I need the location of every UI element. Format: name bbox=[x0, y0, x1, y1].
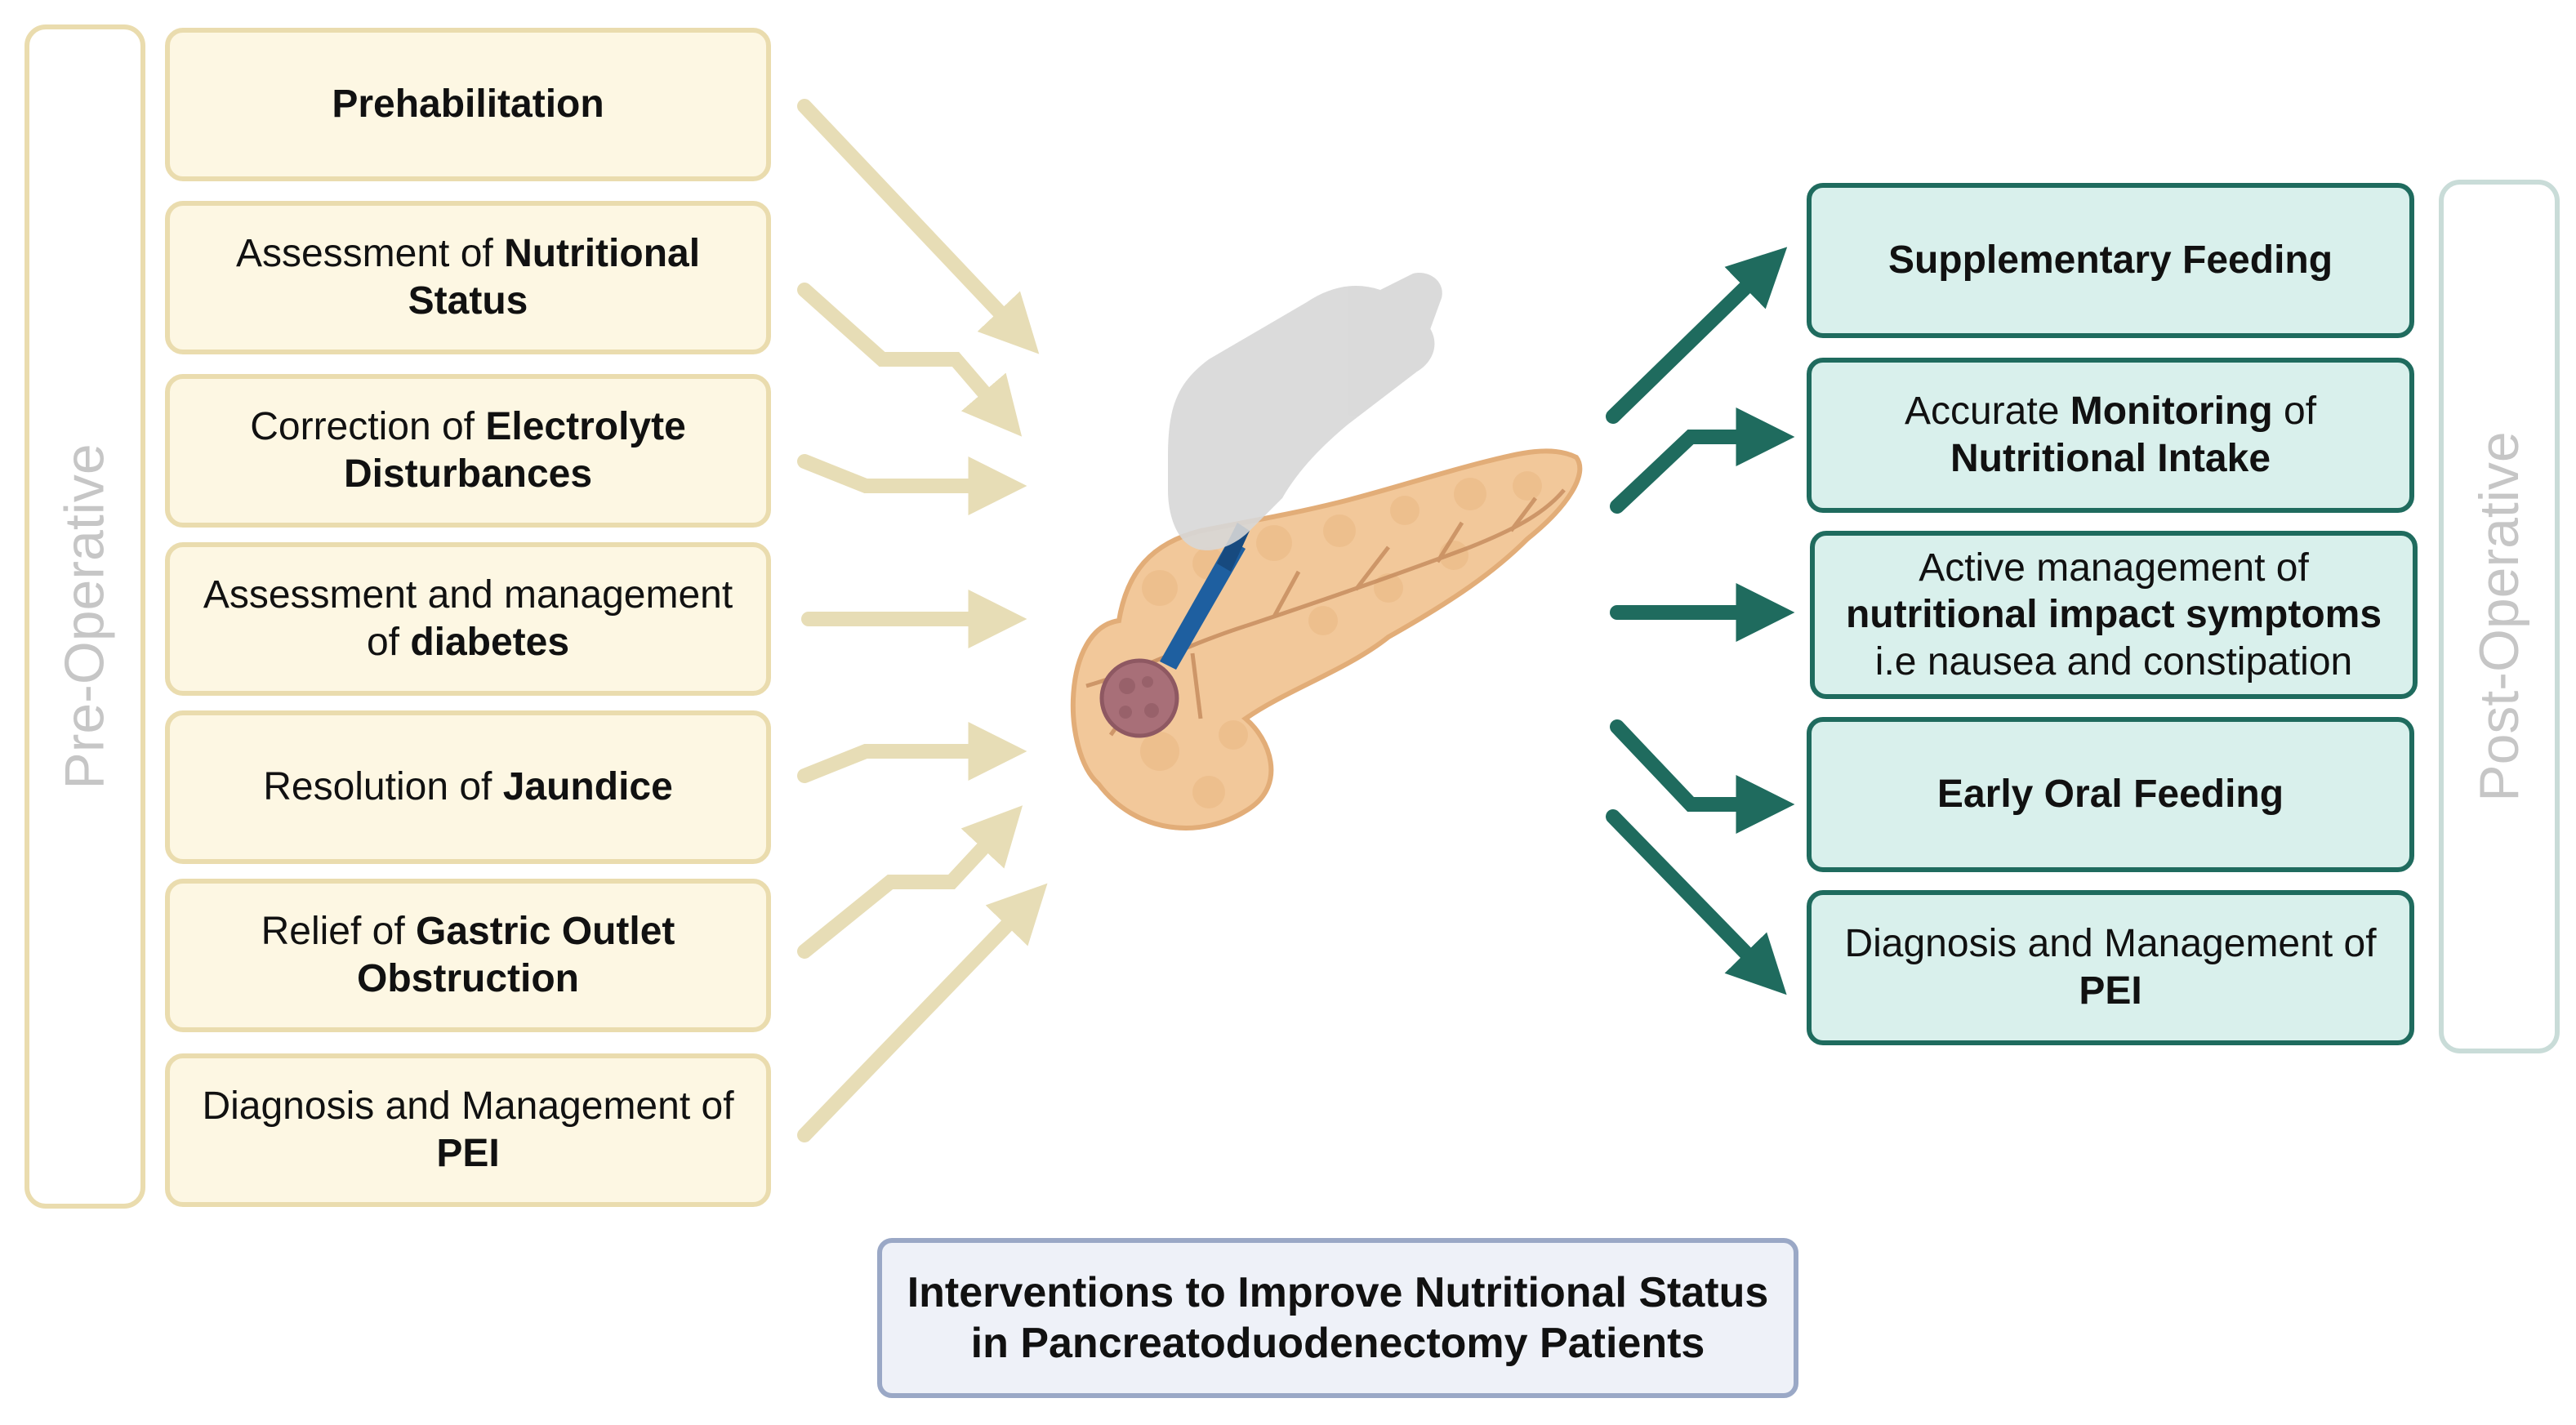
pre-item-text-part: Gastric Outlet Obstruction bbox=[357, 910, 675, 1000]
pre-item-text-part: diabetes bbox=[410, 621, 570, 664]
pre-arrow-0 bbox=[797, 99, 1040, 354]
post-arrow-3 bbox=[1610, 719, 1795, 834]
pre-operative-phase-bar: Pre-Operative bbox=[25, 24, 145, 1209]
pre-item-6: Diagnosis and Management of PEI bbox=[165, 1053, 771, 1207]
post-arrow-4 bbox=[1606, 809, 1787, 995]
post-arrow-1 bbox=[1610, 407, 1795, 514]
pre-item-text: Resolution of Jaundice bbox=[263, 764, 673, 811]
pre-arrow-2 bbox=[797, 454, 1027, 515]
post-item-text-part: Monitoring bbox=[2070, 390, 2273, 434]
tumor-icon bbox=[1099, 658, 1179, 738]
pre-item-text-part: PEI bbox=[436, 1132, 500, 1175]
post-item-text: Supplementary Feeding bbox=[1888, 237, 2333, 284]
pre-item-text: Diagnosis and Management of PEI bbox=[194, 1083, 742, 1177]
pre-item-text: Correction of Electrolyte Disturbances bbox=[194, 403, 742, 497]
post-operative-phase-bar: Post-Operative bbox=[2439, 180, 2560, 1053]
post-item-text-part: PEI bbox=[2079, 969, 2142, 1013]
pre-item-text-part: Jaundice bbox=[502, 765, 673, 809]
pre-item-3: Assessment and management of diabetes bbox=[165, 542, 771, 696]
pre-arrow-5 bbox=[797, 805, 1023, 959]
post-item-text-part: Early Oral Feeding bbox=[1936, 773, 2284, 817]
pre-item-text: Assessment of Nutritional Status bbox=[194, 230, 742, 324]
pre-item-text-part: Electrolyte Disturbances bbox=[343, 405, 686, 496]
pre-item-text-part: Prehabilitation bbox=[332, 82, 604, 127]
post-item-text: Diagnosis and Management of PEI bbox=[1836, 920, 2385, 1014]
post-item-text-part: Accurate bbox=[1904, 390, 2070, 434]
post-item-text-part: Nutritional Intake bbox=[1950, 437, 2271, 480]
post-item-2: Active management of nutritional impact … bbox=[1810, 531, 2418, 699]
post-arrows bbox=[1606, 247, 1795, 995]
pre-item-0: Prehabilitation bbox=[165, 28, 771, 181]
post-item-text-part: Diagnosis and Management of bbox=[1844, 922, 2377, 966]
pre-item-text: Assessment and management of diabetes bbox=[194, 572, 742, 666]
pre-item-text-part: Diagnosis and Management of bbox=[202, 1084, 734, 1129]
post-item-text-part: Supplementary Feeding bbox=[1887, 238, 2333, 283]
pre-arrow-6 bbox=[797, 883, 1048, 1142]
pre-item-text-part: Assessment of bbox=[235, 232, 505, 276]
post-arrow-0 bbox=[1606, 247, 1788, 424]
pre-item-text-part: Relief of bbox=[261, 910, 416, 954]
caption-line-2: in Pancreatoduodenectomy Patients bbox=[970, 1320, 1705, 1367]
pre-item-text: Prehabilitation bbox=[332, 81, 604, 128]
pre-item-text-part: Nutritional Status bbox=[408, 232, 701, 323]
post-item-text-part: of bbox=[2272, 390, 2317, 434]
pre-item-text-part: Resolution of bbox=[263, 765, 503, 809]
pre-item-text-part: Correction of bbox=[250, 405, 486, 449]
pre-item-5: Relief of Gastric Outlet Obstruction bbox=[165, 879, 771, 1032]
pre-item-text: Relief of Gastric Outlet Obstruction bbox=[194, 908, 742, 1002]
caption-line-1: Interventions to Improve Nutritional Sta… bbox=[907, 1268, 1769, 1316]
caption-box: Interventions to Improve Nutritional Sta… bbox=[877, 1238, 1798, 1398]
pre-item-2: Correction of Electrolyte Disturbances bbox=[165, 374, 771, 528]
post-item-0: Supplementary Feeding bbox=[1807, 183, 2414, 338]
post-item-text: Accurate Monitoring of Nutritional Intak… bbox=[1836, 388, 2385, 482]
post-item-1: Accurate Monitoring of Nutritional Intak… bbox=[1807, 358, 2414, 513]
post-item-text-part: Active management of bbox=[1919, 546, 2309, 590]
post-item-text: Early Oral Feeding bbox=[1937, 771, 2284, 818]
pre-item-4: Resolution of Jaundice bbox=[165, 710, 771, 864]
post-item-text-part: nutritional impact symptoms bbox=[1845, 593, 2382, 637]
surgeon-hand-icon bbox=[1168, 273, 1442, 550]
post-item-text-part: i.e nausea and constipation bbox=[1874, 639, 2353, 684]
post-item-4: Diagnosis and Management of PEI bbox=[1807, 890, 2414, 1045]
pre-item-text-part: Assessment and management of bbox=[203, 573, 733, 664]
pre-item-1: Assessment of Nutritional Status bbox=[165, 201, 771, 354]
pancreas-icon bbox=[1070, 448, 1583, 831]
pre-arrows bbox=[797, 99, 1048, 1142]
post-item-text: Active management of nutritional impact … bbox=[1839, 545, 2388, 686]
pre-arrow-1 bbox=[797, 283, 1023, 437]
post-item-3: Early Oral Feeding bbox=[1807, 717, 2414, 872]
pre-arrow-4 bbox=[797, 722, 1027, 783]
